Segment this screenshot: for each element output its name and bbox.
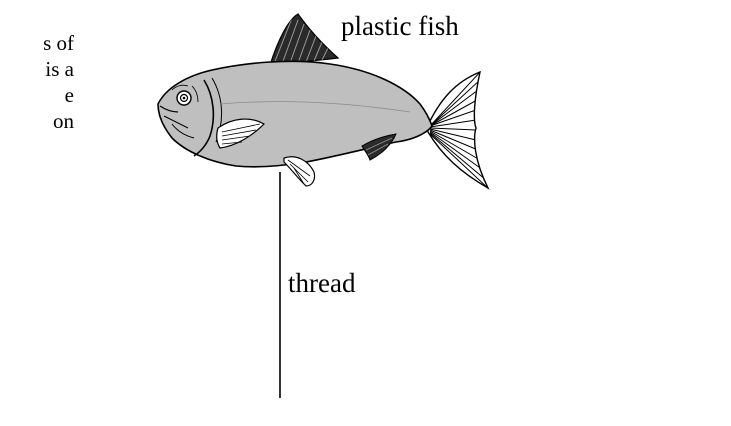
dorsal-fin <box>270 14 338 65</box>
plastic-fish-label: plastic fish <box>341 11 459 41</box>
thread-label: thread <box>288 268 355 298</box>
tail-fin <box>428 70 490 190</box>
